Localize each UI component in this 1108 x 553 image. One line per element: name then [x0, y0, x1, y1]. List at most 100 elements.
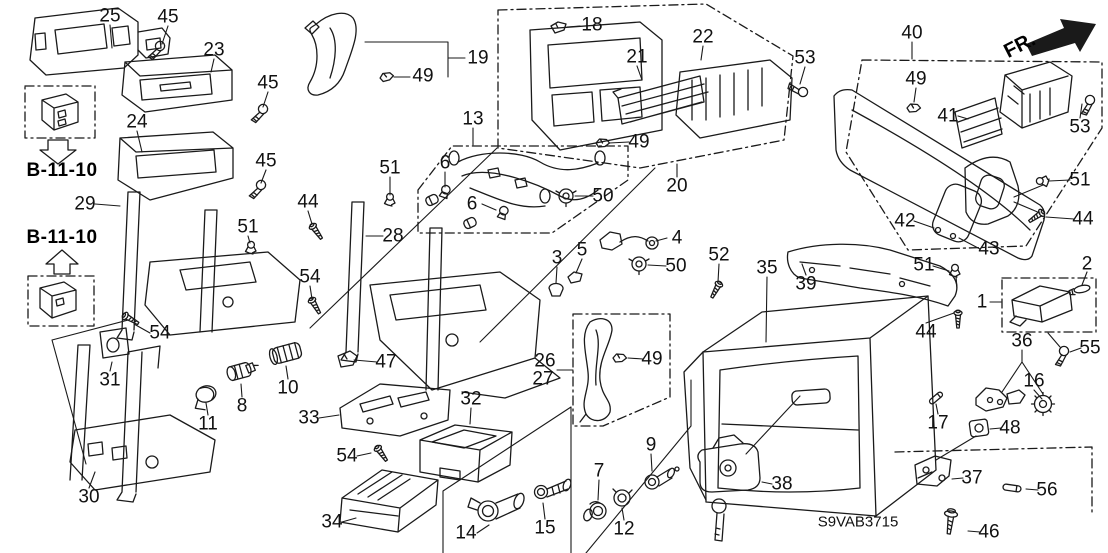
callout-51: 51: [237, 216, 259, 238]
callout-37: 37: [961, 467, 983, 489]
callout-14: 14: [455, 522, 477, 544]
callout-23: 23: [203, 39, 225, 61]
bolt-46-art: [941, 507, 959, 536]
part-26-27-garnish-art: [580, 319, 612, 422]
part-9-bulb-socket-art: [645, 467, 679, 489]
ref-label-down: B-11-10: [26, 160, 98, 181]
callout-46: 46: [978, 521, 1000, 543]
part-17-pin-art: [927, 390, 945, 406]
callout-6: 6: [466, 193, 478, 215]
callout-22: 22: [692, 26, 714, 48]
screw-53-b-art: [1080, 94, 1096, 116]
callout-26: 26: [534, 350, 556, 372]
callout-54: 54: [336, 445, 358, 467]
part-defroster-garnish-art: [965, 157, 1019, 224]
part-1-lamp-art: [1010, 286, 1072, 326]
callout-44: 44: [915, 321, 937, 343]
callout-29: 29: [74, 193, 96, 215]
part-38-lock-art: [698, 435, 760, 541]
part-22-vent-housing-art: [676, 60, 792, 138]
callout-28: 28: [382, 225, 404, 247]
screw-44-a-art: [307, 221, 326, 242]
callout-31: 31: [99, 369, 121, 391]
b1110-switch-bottom-art: [40, 250, 78, 318]
callout-44: 44: [1072, 208, 1094, 230]
callout-21: 21: [626, 46, 648, 68]
callout-45: 45: [257, 72, 279, 94]
part-48-damper-art: [969, 419, 989, 437]
callout-12: 12: [613, 518, 635, 540]
callout-41: 41: [937, 105, 959, 127]
callout-6: 6: [439, 152, 451, 174]
clip-51-b-art: [244, 240, 257, 255]
part-11-knob-art: [190, 384, 219, 412]
callout-54: 54: [149, 322, 171, 344]
part-19-art: [305, 13, 356, 95]
callout-34: 34: [321, 511, 343, 533]
callout-16: 16: [1023, 370, 1045, 392]
clip-42-art: [936, 228, 941, 233]
part-32-ashtray-art: [420, 425, 512, 482]
part-33-bracket-art: [340, 384, 450, 436]
part-4-socket-wire-art: [549, 232, 658, 296]
screw-45-c-art: [248, 177, 268, 202]
callout-27: 27: [532, 368, 554, 390]
callout-51: 51: [379, 157, 401, 179]
dashed-enclosures: [25, 4, 1102, 512]
construction-lines: [52, 148, 691, 553]
screw-45-b-art: [250, 101, 270, 126]
screw-55-art: [1054, 345, 1070, 367]
screw-44-c-art: [953, 309, 963, 329]
part-7-socket-art: [582, 502, 606, 522]
callout-49: 49: [905, 68, 927, 90]
callout-42: 42: [894, 210, 916, 232]
part-10-cylinder-art: [268, 342, 303, 366]
callout-24: 24: [126, 111, 148, 133]
diagram-code: S9VAB3715: [817, 513, 899, 531]
callout-44: 44: [297, 191, 319, 213]
part-8-socket-art: [226, 360, 261, 382]
callout-15: 15: [534, 517, 556, 539]
callout-5: 5: [576, 239, 588, 261]
part-16-latch-art: [976, 388, 1055, 416]
callout-49: 49: [641, 348, 663, 370]
screw-52-art: [707, 279, 725, 301]
ref-label-up: B-11-10: [26, 227, 98, 248]
part-21-vent-fins-art: [613, 76, 708, 124]
part-31-plate-art: [100, 328, 129, 358]
part-13-harness-art: [424, 151, 605, 231]
callout-50: 50: [665, 255, 687, 277]
callout-47: 47: [375, 351, 397, 373]
clip-49-a-art: [378, 71, 395, 83]
callout-18: 18: [581, 14, 603, 36]
part-2-bulb-art: [1069, 284, 1091, 296]
clip-51-c-art: [1035, 175, 1050, 188]
part-20-center-garnish-art: [530, 22, 662, 150]
part-14-socket-art: [468, 492, 526, 521]
callout-55: 55: [1079, 337, 1101, 359]
callout-1: 1: [976, 291, 988, 313]
callout-35: 35: [756, 257, 778, 279]
part-30-bracket-art: [70, 345, 215, 502]
callout-32: 32: [460, 388, 482, 410]
callout-4: 4: [671, 227, 683, 249]
callout-11: 11: [198, 413, 218, 435]
callout-39: 39: [795, 273, 817, 295]
callout-54: 54: [299, 266, 321, 288]
callout-53: 53: [1069, 116, 1091, 138]
part-35-glove-box-art: [684, 296, 936, 516]
fr-arrow-icon: [1026, 19, 1096, 56]
part-28-bracket-art: [341, 202, 560, 398]
part-40-panel-art: [834, 90, 1045, 260]
clip-43-art: [951, 234, 956, 239]
callout-51: 51: [1069, 169, 1091, 191]
callout-10: 10: [277, 377, 299, 399]
callout-2: 2: [1081, 253, 1093, 275]
callout-45: 45: [157, 6, 179, 28]
screw-54-c-art: [372, 443, 391, 464]
part-40-side-vent-art: [1000, 62, 1072, 128]
clip-49-c-art: [906, 103, 922, 113]
callout-30: 30: [78, 486, 100, 508]
callout-53: 53: [794, 47, 816, 69]
